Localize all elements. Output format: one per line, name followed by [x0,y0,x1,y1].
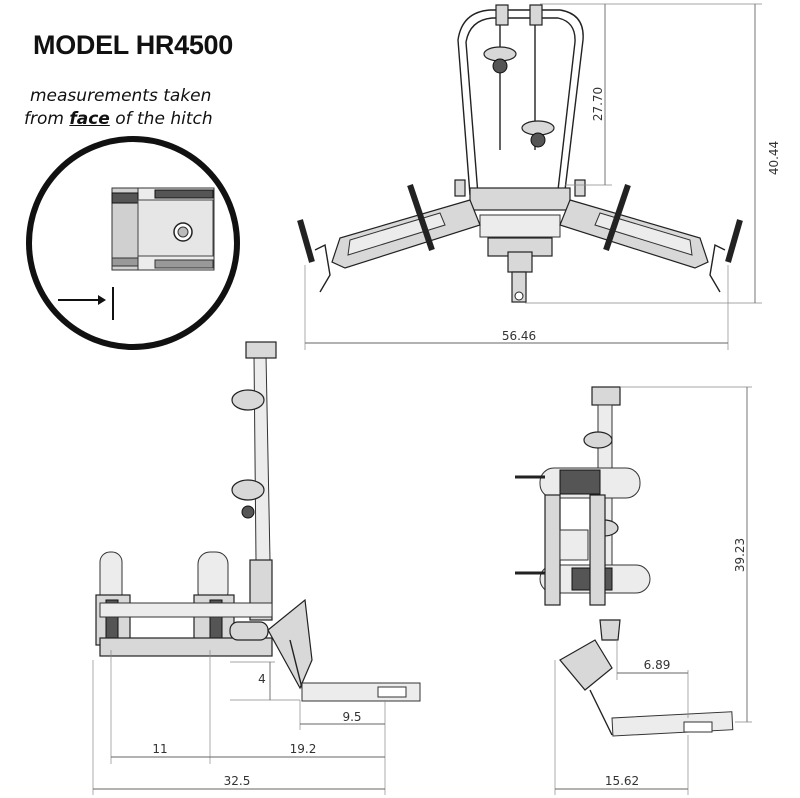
measurement-note-line1: measurements taken [30,86,212,106]
dim-overall-height-top: 40.44 [767,141,781,175]
dim-folded-depth: 15.62 [605,774,639,788]
dim-left-span: 11 [152,742,167,756]
dim-folded-height: 39.23 [733,538,747,572]
dim-folded-offset: 6.89 [644,658,671,672]
note-emphasis: face [69,109,110,129]
dim-total-length: 32.5 [224,774,251,788]
note-suffix: of the hitch [109,109,213,129]
note-prefix: from [24,109,70,129]
side-view-drawing [95,341,421,702]
folded-view-drawing [515,386,734,737]
dim-hitch-length: 9.5 [342,710,361,724]
top-view-drawing [297,4,743,303]
dim-ground-offset: 4 [258,672,266,686]
model-title: MODEL HR4500 [33,30,233,60]
measurement-note-line2: from face of the hitch [24,109,213,129]
dim-right-span: 19.2 [290,742,317,756]
dim-top-height: 27.70 [591,87,605,121]
hitch-detail-callout [26,136,240,350]
dim-overall-width-top: 56.46 [502,329,536,343]
dimension-annotations: 27.70 40.44 56.46 4 9.5 11 19.2 32.5 [92,3,781,795]
